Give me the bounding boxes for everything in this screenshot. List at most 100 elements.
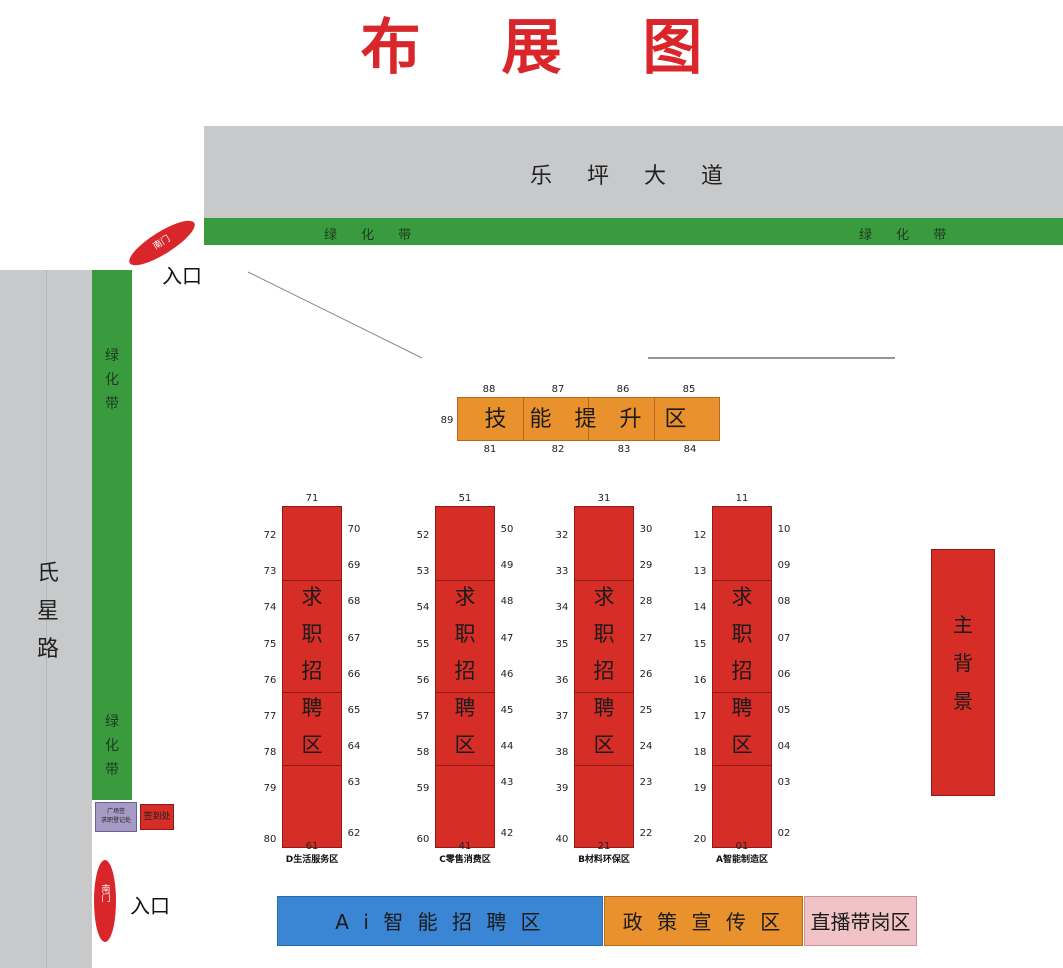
booth-number: 87 <box>551 384 565 395</box>
booth-number: 21 <box>597 841 611 852</box>
signin-box-red: 签到处 <box>140 804 174 830</box>
booth-number: 71 <box>305 493 319 504</box>
main-stage-char: 景 <box>953 689 973 713</box>
booth-number: 17 <box>693 711 707 722</box>
booth-number: 27 <box>639 633 653 644</box>
booth-label-char: 聘 <box>301 696 323 720</box>
booth-number: 01 <box>735 841 749 852</box>
green-belt-top-left-label: 绿 化 带 <box>324 228 422 243</box>
green-belt-top-right-label: 绿 化 带 <box>859 228 957 243</box>
booth-number: 40 <box>555 834 569 845</box>
booth-label-char: 招 <box>454 659 476 683</box>
booth-number: 09 <box>777 560 791 571</box>
booth-label-char: 区 <box>454 733 476 757</box>
booth-number: 12 <box>693 530 707 541</box>
booth-number: 86 <box>616 384 630 395</box>
booth-number: 61 <box>305 841 319 852</box>
booth-number: 16 <box>693 675 707 686</box>
booth-number: 73 <box>263 566 277 577</box>
booth-number: 49 <box>500 560 514 571</box>
road-left-label: 氏 星 路 <box>30 555 66 669</box>
booth-number: 84 <box>683 444 697 455</box>
booth-number: 35 <box>555 639 569 650</box>
booth-label: 求职招聘区 <box>436 579 494 764</box>
green-belt-char: 化 <box>105 372 119 388</box>
booth-number: 03 <box>777 777 791 788</box>
signin-box-label: 签到处 <box>143 812 171 822</box>
green-belt-left: 绿 化 带 绿 化 带 <box>92 270 132 800</box>
booth-number: 53 <box>416 566 430 577</box>
green-belt-left-upper-label: 绿 化 带 <box>92 344 132 416</box>
booth-number: 22 <box>639 828 653 839</box>
booth-label-char: 职 <box>454 622 476 646</box>
green-belt-top: 绿 化 带 绿 化 带 <box>204 218 1063 245</box>
booth-number: 63 <box>347 777 361 788</box>
zone-ai-recruitment-label: A i 智 能 招 聘 区 <box>335 910 545 934</box>
road-left: 氏 星 路 <box>0 270 92 968</box>
booth-number: 28 <box>639 596 653 607</box>
booth-number: 41 <box>458 841 472 852</box>
booth-zone-label: A智能制造区 <box>716 855 768 865</box>
road-top-label: 乐 坪 大 道 <box>530 164 737 189</box>
booth-number: 05 <box>777 705 791 716</box>
booth-number: 75 <box>263 639 277 650</box>
booth-label-char: 聘 <box>731 696 753 720</box>
booth-number: 67 <box>347 633 361 644</box>
booth-number: 20 <box>693 834 707 845</box>
booth-number: 32 <box>555 530 569 541</box>
booth-number: 46 <box>500 669 514 680</box>
booth-number: 69 <box>347 560 361 571</box>
booth-zone-label: D生活服务区 <box>285 855 339 865</box>
booth-label-char: 区 <box>301 733 323 757</box>
recruitment-booth-column: 求职招聘区 <box>712 506 772 848</box>
booth-number: 31 <box>597 493 611 504</box>
booth-number: 25 <box>639 705 653 716</box>
booth-number: 14 <box>693 602 707 613</box>
booth-label-char: 聘 <box>593 696 615 720</box>
booth-number: 52 <box>416 530 430 541</box>
booth-label-char: 聘 <box>454 696 476 720</box>
recruitment-booth-column: 求职招聘区 <box>282 506 342 848</box>
booth-number: 08 <box>777 596 791 607</box>
green-belt-char: 化 <box>105 738 119 754</box>
booth-label-char: 区 <box>731 733 753 757</box>
booth-zone-label: B材料环保区 <box>578 855 630 865</box>
booth-number: 24 <box>639 741 653 752</box>
green-belt-char: 绿 <box>105 348 119 364</box>
booth-number: 39 <box>555 783 569 794</box>
booth-number: 13 <box>693 566 707 577</box>
booth-label-char: 求 <box>454 585 476 609</box>
booth-number: 80 <box>263 834 277 845</box>
booth-zone-label: C零售消费区 <box>439 855 491 865</box>
main-stage: 主 背 景 <box>931 549 995 796</box>
booth-number: 62 <box>347 828 361 839</box>
booth-number: 83 <box>617 444 631 455</box>
booth-label-char: 求 <box>301 585 323 609</box>
booth-number: 34 <box>555 602 569 613</box>
entrance-bottom-label: 入口 <box>130 894 170 918</box>
booth-label-char: 职 <box>301 622 323 646</box>
booth-number: 68 <box>347 596 361 607</box>
main-stage-char: 背 <box>953 651 973 675</box>
booth-label: 求职招聘区 <box>575 579 633 764</box>
booth-number: 36 <box>555 675 569 686</box>
booth-number: 37 <box>555 711 569 722</box>
booth-number: 23 <box>639 777 653 788</box>
booth-number: 38 <box>555 747 569 758</box>
road-left-char: 氏 <box>36 561 59 586</box>
registration-box-purple: 广场签 求职登记处 <box>95 802 137 832</box>
booth-number: 81 <box>483 444 497 455</box>
zone-live-stream-label: 直播带岗区 <box>810 910 911 934</box>
booth-number: 64 <box>347 741 361 752</box>
booth-number: 54 <box>416 602 430 613</box>
main-stage-char: 主 <box>953 613 973 637</box>
booth-number: 11 <box>735 493 749 504</box>
booth-label-char: 职 <box>593 622 615 646</box>
entrance-top-label: 入口 <box>162 264 202 288</box>
gate-bottom-label: 南门 <box>99 884 110 902</box>
booth-number: 51 <box>458 493 472 504</box>
skill-zone-label: 技 能 提 升 区 <box>484 407 695 432</box>
booth-number: 43 <box>500 777 514 788</box>
booth-number: 06 <box>777 669 791 680</box>
